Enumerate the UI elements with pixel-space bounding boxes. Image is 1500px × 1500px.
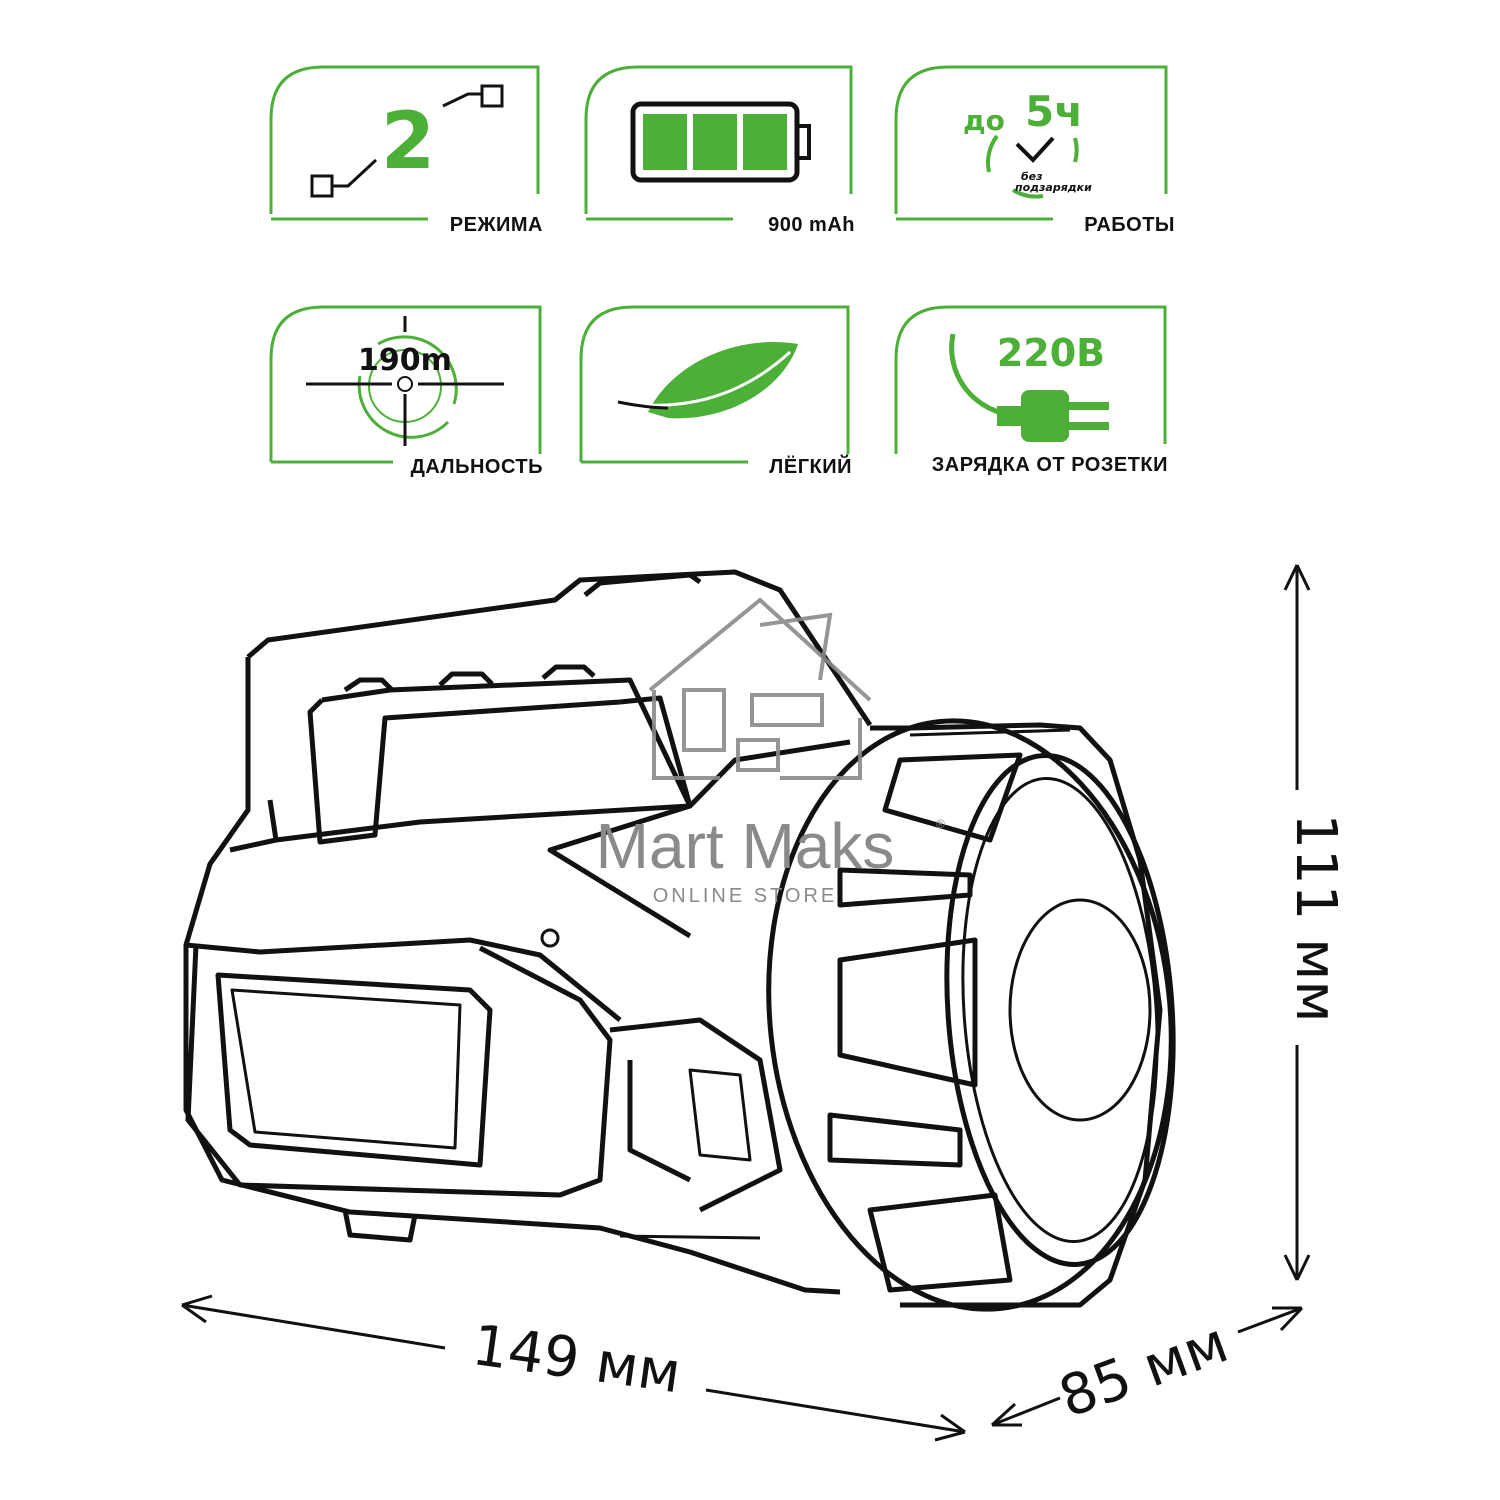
feather-icon: [617, 341, 798, 419]
dimension-height: 111 мм: [1283, 813, 1348, 1022]
feature-card-weight: ЛЁГКИЙ: [578, 304, 852, 480]
modes-value: 2: [381, 97, 435, 187]
watermark-name: Mart Maks: [596, 810, 895, 882]
runtime-prefix: до: [963, 104, 1005, 137]
dimension-width: 149 мм: [468, 1313, 684, 1406]
range-value: 190m: [358, 343, 452, 378]
runtime-note-1: без: [1021, 170, 1043, 183]
feature-card-battery: 900 mAh: [583, 64, 855, 240]
charging-label: ЗАРЯДКА ОТ РОЗЕТКИ: [931, 454, 1168, 476]
clock-icon: до 5ч без подзарядки: [963, 87, 1092, 199]
dimension-arrows: [181, 564, 1311, 1442]
feature-card-modes: 2 РЕЖИМА: [268, 64, 543, 240]
house-logo-icon: [648, 597, 872, 780]
feature-card-charging: 220В ЗАРЯДКА ОТ РОЗЕТКИ: [893, 304, 1168, 480]
charging-value: 220В: [997, 331, 1105, 375]
plug-icon: 220В: [949, 331, 1109, 442]
card-frame: [584, 65, 853, 221]
mode-switch-icon: 2: [310, 84, 504, 198]
runtime-note-2: подзарядки: [1015, 181, 1092, 194]
runtime-value: 5ч: [1025, 87, 1083, 136]
feature-card-runtime: до 5ч без подзарядки РАБОТЫ: [893, 64, 1175, 240]
card-frame: [894, 65, 1168, 221]
card-frame: [894, 305, 1167, 454]
runtime-label: РАБОТЫ: [1084, 214, 1175, 236]
battery-icon: [630, 101, 811, 183]
weight-label: ЛЁГКИЙ: [769, 456, 852, 478]
crosshair-icon: 190m: [306, 316, 504, 446]
modes-label: РЕЖИМА: [449, 214, 543, 236]
watermark-subtitle: ONLINE STORE: [653, 885, 838, 907]
card-frame: [269, 305, 542, 464]
card-frame: [579, 305, 850, 464]
card-frame: [269, 65, 540, 221]
dimension-depth: 85 мм: [1051, 1310, 1236, 1430]
feature-card-range: 190m ДАЛЬНОСТЬ: [268, 304, 543, 480]
range-label: ДАЛЬНОСТЬ: [410, 456, 543, 478]
watermark-mark: ®: [936, 817, 945, 831]
battery-label: 900 mAh: [768, 214, 855, 236]
